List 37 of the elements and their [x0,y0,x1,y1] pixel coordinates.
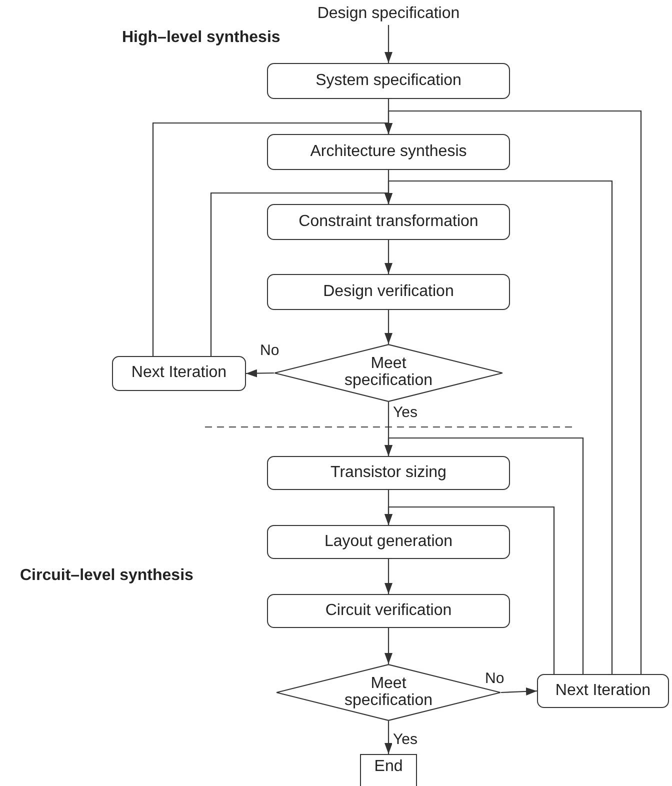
arrow [384,240,392,274]
arrow [384,721,392,754]
arrow [500,687,538,696]
section-heading: Circuit–level synthesis [20,567,194,585]
box-label: Architecture synthesis [310,144,467,160]
arrow [384,310,392,344]
arrow [246,369,274,378]
arrow [384,180,613,674]
box-label: System specification [316,72,462,90]
arrow [384,559,392,594]
terminal-box [360,754,417,786]
box-label: Meet specification [343,356,434,390]
arrow [384,110,642,674]
box-label: Design verification [323,284,454,300]
box-label: Next Iteration [555,682,651,700]
process-box [267,134,510,170]
process-box [267,204,510,240]
arrow [384,437,584,674]
process-box [537,674,669,708]
box-label: Constraint transformation [298,214,478,230]
process-box [267,456,510,490]
box-label: End [374,759,403,776]
process-box [112,356,246,391]
arrow [384,506,555,674]
process-box [267,63,510,99]
arrow [384,628,392,664]
process-box [267,594,510,628]
box-label: Circuit verification [325,602,452,620]
process-box [267,274,510,310]
process-box [267,525,510,559]
box-label: Meet specification [343,676,434,710]
input-label: Design specification [313,3,464,25]
box-label: Next Iteration [131,365,227,382]
arrow [384,25,392,63]
section-heading: High–level synthesis [122,29,280,47]
box-label: Layout generation [324,534,453,550]
box-label: Transistor sizing [330,464,446,482]
